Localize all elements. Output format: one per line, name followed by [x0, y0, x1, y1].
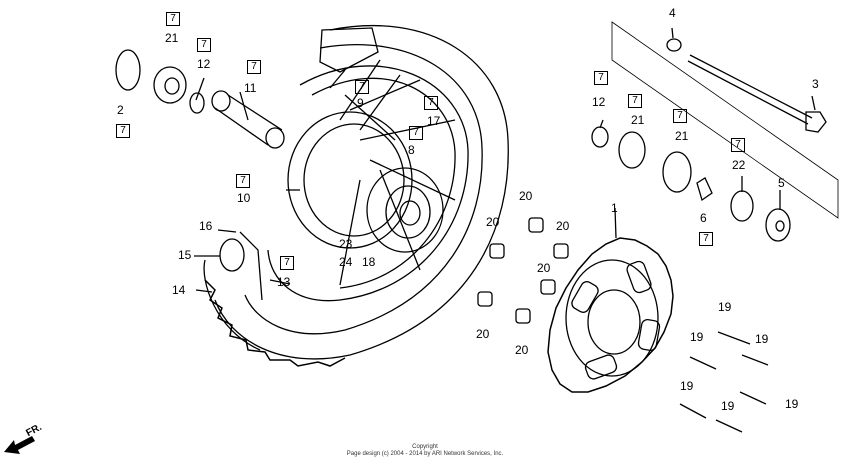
collar-part-5	[766, 209, 790, 241]
rim-lock-part-15	[220, 239, 244, 271]
brake-bracket	[320, 28, 378, 88]
part-label-19-d: 19	[785, 397, 799, 411]
bearing-part-21-mid	[619, 132, 645, 168]
bolt-part-19-c	[690, 357, 716, 369]
clip-part-6	[697, 178, 712, 200]
part-label-22: 22	[732, 158, 746, 172]
bolt-part-19-d	[740, 392, 766, 404]
bolt-part-19-f	[716, 420, 742, 432]
part-label-15: 15	[178, 248, 192, 262]
boxed-7-marker: 7	[673, 109, 687, 123]
part-label-19-f: 19	[721, 399, 735, 413]
part-label-14: 14	[172, 283, 186, 297]
boxed-7-marker: 7	[197, 38, 211, 52]
boxed-7-marker: 7	[424, 96, 438, 110]
dust-seal-part-2	[116, 50, 140, 90]
boxed-7-marker: 7	[355, 80, 369, 94]
rear-axle	[688, 55, 826, 132]
boxed-7-marker: 7	[166, 12, 180, 26]
boxed-7-marker: 7	[731, 138, 745, 152]
part-label-8: 8	[408, 143, 415, 157]
part-label-16: 16	[199, 219, 213, 233]
part-label-20-f: 20	[515, 343, 529, 357]
front-direction-arrow-icon	[4, 436, 35, 454]
nut-part-20-a	[490, 244, 504, 258]
part-label-20-a: 20	[486, 215, 500, 229]
part-label-12-right: 12	[592, 95, 606, 109]
wheel-hub	[288, 112, 443, 252]
collar-part-5-hole	[776, 221, 784, 231]
part-label-1: 1	[611, 201, 618, 215]
part-label-2: 2	[117, 103, 124, 117]
rim-band-part-16	[240, 232, 262, 300]
part-label-19-e: 19	[680, 379, 694, 393]
part-label-24: 24	[339, 255, 353, 269]
part-label-4: 4	[669, 6, 676, 20]
bearing-part-21-right	[663, 152, 691, 192]
part-label-20-e: 20	[476, 327, 490, 341]
part-label-12-left: 12	[197, 57, 211, 71]
part-label-5: 5	[778, 176, 785, 190]
nut-part-20-f	[516, 309, 530, 323]
exploded-assembly-frame	[612, 22, 838, 218]
part-label-21-left: 21	[165, 31, 179, 45]
boxed-7-marker: 7	[236, 174, 250, 188]
part-label-19-c: 19	[690, 330, 704, 344]
part-label-21-mid: 21	[631, 113, 645, 127]
driven-sprocket-part-1	[548, 238, 673, 392]
part-label-18: 18	[362, 255, 376, 269]
copyright-line-1: Copyright	[412, 444, 438, 450]
part-label-10: 10	[237, 191, 251, 205]
part-label-6: 6	[700, 211, 707, 225]
part-label-20-c: 20	[556, 219, 570, 233]
collar-part-11	[212, 91, 284, 148]
bolt-part-19-a	[718, 332, 750, 344]
oil-seal-part-12-left	[190, 93, 204, 113]
part-label-20-d: 20	[537, 261, 551, 275]
nut-part-20-e	[478, 292, 492, 306]
wheel-rim	[268, 60, 468, 301]
boxed-7-marker: 7	[628, 94, 642, 108]
bearing-part-21-left	[154, 67, 186, 103]
oil-seal-part-12-right	[592, 127, 608, 147]
part-label-17: 17	[427, 114, 441, 128]
part-label-23: 23	[339, 237, 353, 251]
boxed-7-marker: 7	[699, 232, 713, 246]
bolt-part-19-b	[742, 355, 768, 365]
nut-part-20-c	[554, 244, 568, 258]
part-label-3: 3	[812, 77, 819, 91]
boxed-7-marker: 7	[594, 71, 608, 85]
boxed-7-marker: 7	[116, 124, 130, 138]
nut-part-20-b	[529, 218, 543, 232]
rear-tire	[204, 26, 508, 366]
part-label-11: 11	[244, 81, 257, 95]
nut-part-20-d	[541, 280, 555, 294]
bolt-part-19-e	[680, 404, 706, 418]
boxed-7-marker: 7	[409, 126, 423, 140]
part-label-9: 9	[357, 96, 364, 110]
boxed-7-marker: 7	[280, 256, 294, 270]
washer-part-4	[667, 39, 681, 51]
seal-part-22	[731, 191, 753, 221]
boxed-7-marker: 7	[247, 60, 261, 74]
bearing-inner-21-left	[165, 78, 179, 94]
copyright-line-2: Page design (c) 2004 - 2014 by ARI Netwo…	[346, 451, 504, 457]
part-label-19-b: 19	[755, 332, 769, 346]
part-label-20-b: 20	[519, 189, 533, 203]
part-label-21-right: 21	[675, 129, 689, 143]
part-label-13: 13	[277, 275, 291, 289]
part-label-19-a: 19	[718, 300, 732, 314]
